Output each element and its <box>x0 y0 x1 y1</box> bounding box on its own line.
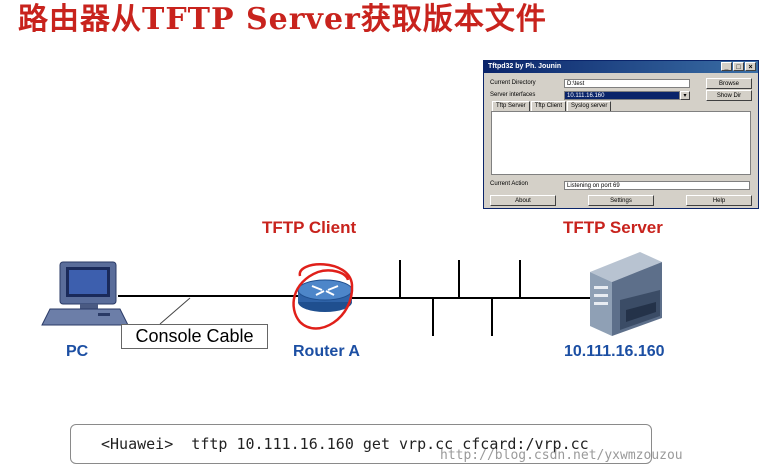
server-interfaces-select[interactable]: 10.111.16.160 <box>564 91 680 100</box>
pc-label: PC <box>66 343 89 360</box>
maximize-button[interactable]: □ <box>733 62 744 71</box>
tftp-client-label: TFTP Client <box>262 218 357 237</box>
show-dir-button[interactable]: Show Dir <box>706 90 752 101</box>
minimize-button[interactable]: _ <box>721 62 732 71</box>
command-box: <Huawei> tftp 10.111.16.160 get vrp.cc c… <box>70 424 652 464</box>
server-ip-label: 10.111.16.160 <box>564 343 665 360</box>
router-icon <box>297 279 353 312</box>
chevron-down-icon[interactable]: ▾ <box>680 91 690 100</box>
about-button[interactable]: About <box>490 195 556 206</box>
pc-icon <box>41 261 129 326</box>
console-cable-leader <box>159 297 191 325</box>
server-icon <box>590 252 662 336</box>
current-directory-field[interactable]: D:\test <box>564 79 690 88</box>
current-action-field: Listening on port 69 <box>564 181 750 190</box>
window-title: Tftpd32 by Ph. Jounin <box>488 63 562 70</box>
tab-tftp-server[interactable]: Tftp Server <box>492 101 530 111</box>
page-title: 路由器从TFTP Server获取版本文件 <box>18 2 547 37</box>
router-label: Router A <box>293 343 360 360</box>
tab-bar: Tftp Server Tftp Client Syslog server <box>492 101 612 111</box>
current-action-label: Current Action <box>490 181 529 187</box>
window-title-bar[interactable]: Tftpd32 by Ph. Jounin _ □ × <box>484 61 758 73</box>
console-cable-label: Console Cable <box>121 324 268 349</box>
tftp-server-label: TFTP Server <box>563 218 663 237</box>
server-interfaces-label: Server interfaces <box>490 92 536 98</box>
status-row: Current Action Listening on port 69 <box>490 181 751 191</box>
current-directory-label: Current Directory <box>490 80 536 86</box>
help-button[interactable]: Help <box>686 195 752 206</box>
tab-tftp-client[interactable]: Tftp Client <box>530 101 567 111</box>
router-highlight-circle <box>292 263 354 330</box>
settings-button[interactable]: Settings <box>588 195 654 206</box>
tab-syslog-server[interactable]: Syslog server <box>567 101 612 111</box>
tab-content-pane <box>491 111 751 175</box>
close-button[interactable]: × <box>745 62 756 71</box>
watermark: http://blog.csdn.net/yxwmzouzou <box>440 448 683 463</box>
browse-button[interactable]: Browse <box>706 78 752 89</box>
tftpd32-window: Tftpd32 by Ph. Jounin _ □ × Current Dire… <box>483 60 759 209</box>
